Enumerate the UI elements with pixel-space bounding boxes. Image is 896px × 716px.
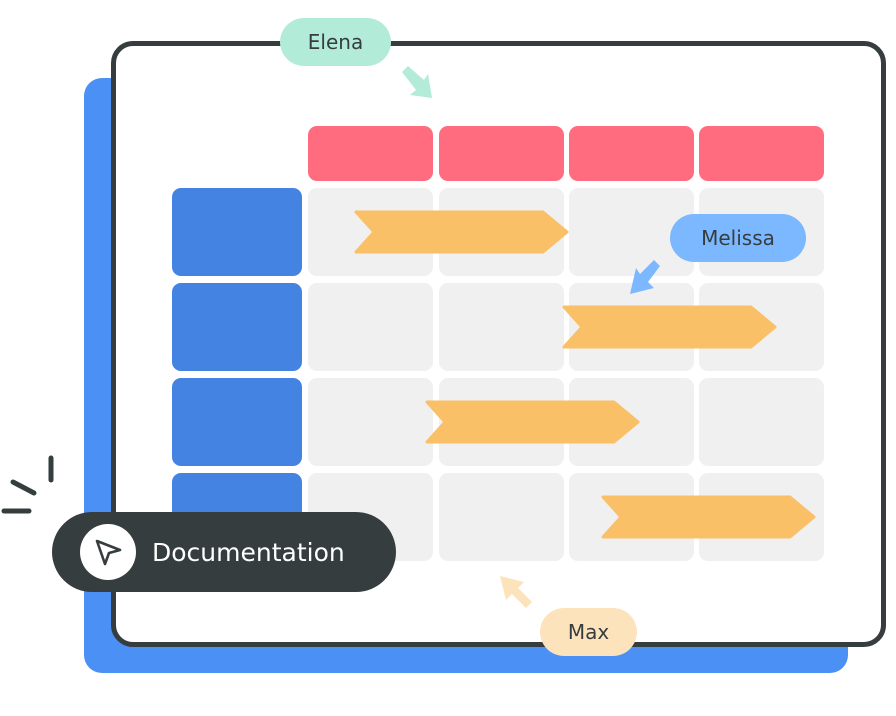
column-header-3 <box>569 126 694 181</box>
max-cursor-arrow-icon <box>500 576 532 608</box>
grid-cell <box>439 283 564 371</box>
task-bar[interactable] <box>425 400 640 444</box>
sparkle-lines-icon <box>1 455 54 514</box>
elena-cursor-arrow-icon <box>402 66 432 98</box>
column-header-4 <box>699 126 824 181</box>
grid-cell <box>439 473 564 561</box>
collaborator-label-elena: Elena <box>280 18 391 66</box>
row-header-2 <box>172 283 302 371</box>
column-header-2 <box>439 126 564 181</box>
grid-cell <box>699 378 824 466</box>
collaborator-name: Max <box>567 620 610 644</box>
task-bar[interactable] <box>562 305 777 349</box>
documentation-label: Documentation <box>152 537 345 567</box>
grid-cell <box>308 378 433 466</box>
row-header-1 <box>172 188 302 276</box>
collaborator-label-melissa: Melissa <box>670 214 806 262</box>
collaborator-name: Elena <box>307 30 364 54</box>
task-bar[interactable] <box>354 210 569 254</box>
column-header-1 <box>308 126 433 181</box>
collaborator-name: Melissa <box>701 226 775 250</box>
cursor-pointer-icon <box>80 524 136 580</box>
grid-cell <box>308 283 433 371</box>
row-header-3 <box>172 378 302 466</box>
melissa-cursor-arrow-icon <box>630 260 660 294</box>
collaborator-label-max: Max <box>540 608 637 656</box>
task-bar[interactable] <box>601 495 816 539</box>
documentation-badge[interactable]: Documentation <box>52 512 396 592</box>
